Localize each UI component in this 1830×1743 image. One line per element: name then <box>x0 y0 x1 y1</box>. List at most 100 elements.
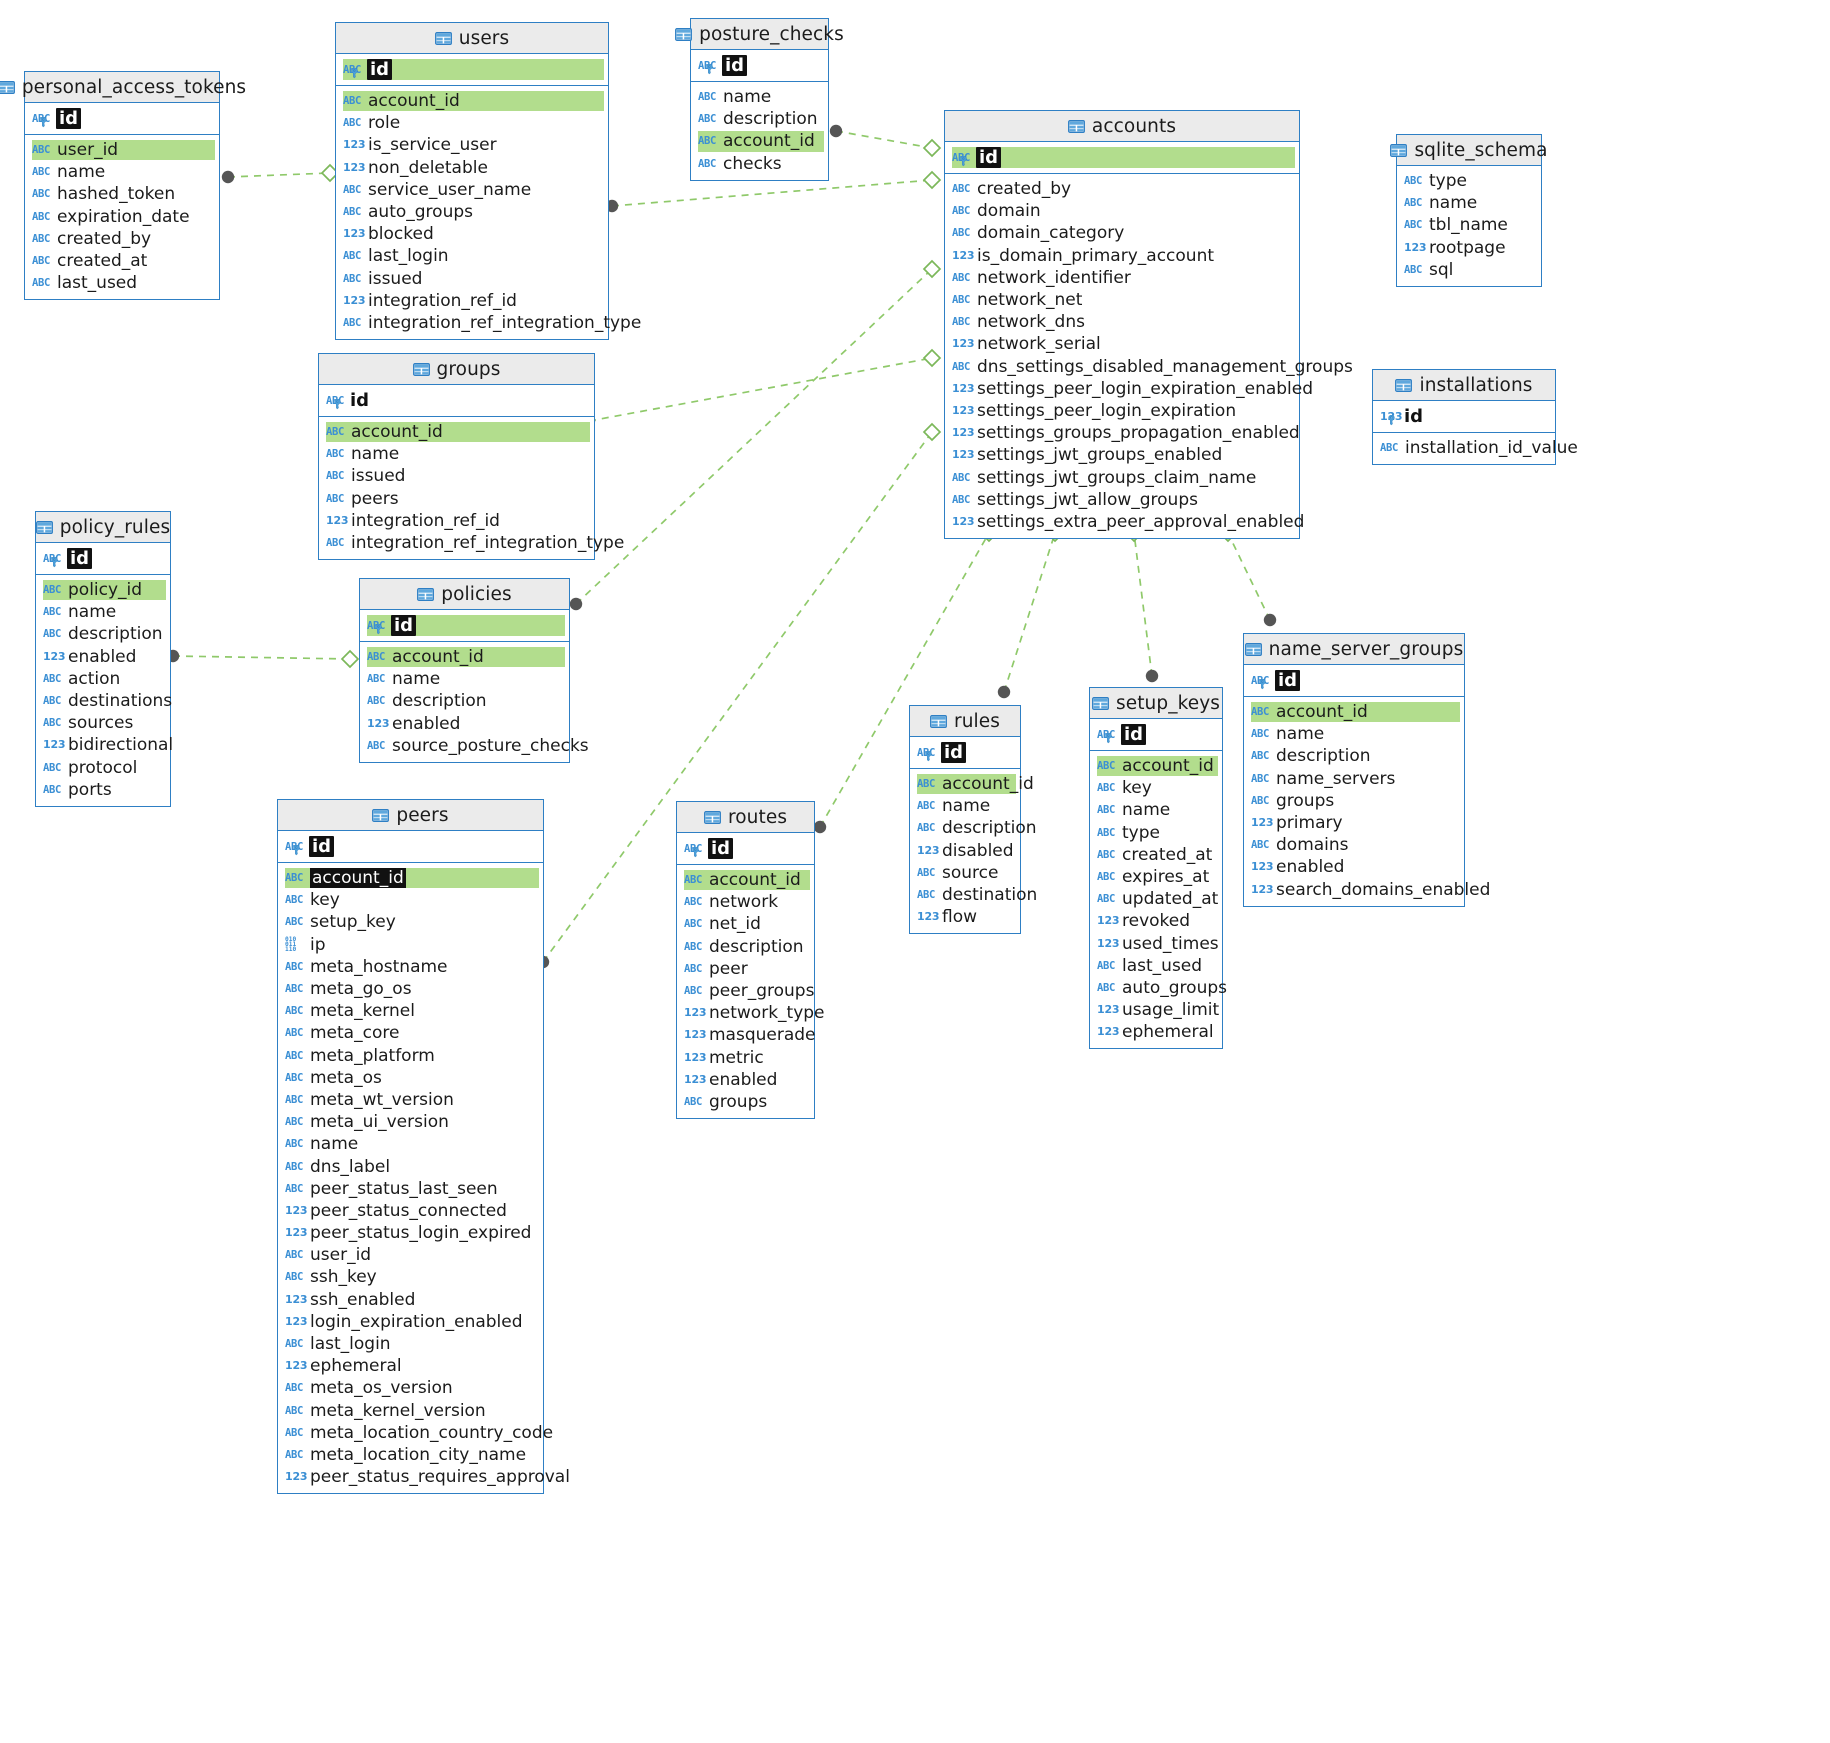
table-users[interactable]: usersABCidABCaccount_idABCrole123is_serv… <box>335 22 641 341</box>
table-header-accounts[interactable]: accounts <box>945 111 1299 142</box>
primary-key-row[interactable]: ABCid <box>25 103 219 135</box>
table-header-peers[interactable]: peers <box>278 800 543 831</box>
table-routes[interactable]: routesABCidABCaccount_idABCnetworkABCnet… <box>676 801 825 1120</box>
table-groups[interactable]: groupsABCidABCaccount_idABCnameABCissued… <box>318 353 624 561</box>
primary-key-row[interactable]: ABCid <box>36 543 170 575</box>
table-header-policy_rules[interactable]: policy_rules <box>35 512 170 543</box>
table-header-policies[interactable]: policies <box>360 579 569 610</box>
primary-key-row[interactable]: ABCid <box>278 831 543 863</box>
table-header-posture_checks[interactable]: posture_checks <box>675 19 844 50</box>
table-name_server_groups[interactable]: name_server_groupsABCidABCaccount_idABCn… <box>1243 633 1490 907</box>
primary-key-row[interactable]: 123id <box>1373 401 1555 433</box>
table-policy_rules[interactable]: policy_rulesABCidABCpolicy_idABCnameABCd… <box>35 511 173 807</box>
primary-key-row[interactable]: ABCid <box>360 610 569 642</box>
table-header-users[interactable]: users <box>336 23 608 54</box>
table-header-sqlite_schema[interactable]: sqlite_schema <box>1390 135 1547 166</box>
table-rules[interactable]: rulesABCidABCaccount_idABCnameABCdescrip… <box>909 705 1037 935</box>
table-peers[interactable]: peersABCidABCaccount_idABCkeyABCsetup_ke… <box>277 799 570 1495</box>
